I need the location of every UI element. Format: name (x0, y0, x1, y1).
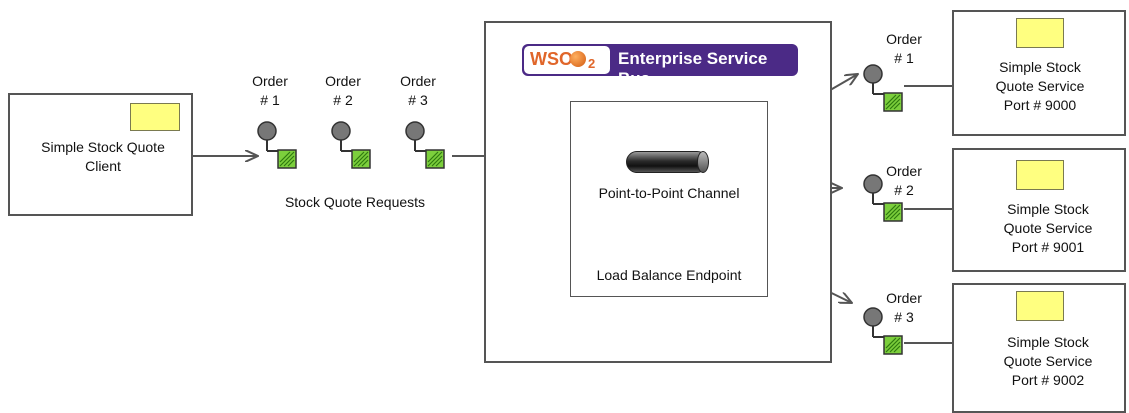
service-message-3-icon (863, 307, 903, 355)
channel-label: Point-to-Point Channel (598, 185, 740, 201)
endpoint-label: Load Balance Endpoint (596, 267, 742, 283)
esb-title: Enterprise Service Bus (618, 49, 768, 88)
service-order-3-label: Order# 3 (886, 290, 922, 325)
wso2-logo-ball-icon (570, 51, 586, 67)
load-balance-endpoint-box[interactable] (570, 101, 768, 297)
request-order-3-label: Order# 3 (400, 73, 436, 108)
wso2-logo: WSO 2 (524, 46, 610, 74)
service-9002-note-icon (1016, 291, 1064, 321)
wso2-logo-text: WSO (530, 49, 573, 69)
esb-banner: WSO 2 Enterprise Service Bus (522, 44, 798, 88)
client-label: Simple Stock Quote Client (41, 139, 165, 174)
requests-caption: Stock Quote Requests (284, 194, 426, 210)
point-to-point-channel-icon (626, 151, 709, 173)
service-9000-note-icon (1016, 18, 1064, 48)
client-note-icon (130, 103, 180, 131)
service-message-2-icon (863, 174, 903, 222)
request-order-2-label: Order# 2 (325, 73, 361, 108)
service-message-1-icon (863, 64, 903, 112)
service-order-2-label: Order# 2 (886, 163, 922, 198)
request-message-1-icon (257, 121, 297, 169)
service-9001-note-icon (1016, 160, 1064, 190)
wso2-logo-subscript: 2 (588, 56, 596, 71)
request-message-3-icon (405, 121, 445, 169)
request-message-2-icon (331, 121, 371, 169)
service-order-1-label: Order# 1 (886, 31, 922, 66)
request-order-1-label: Order# 1 (252, 73, 288, 108)
